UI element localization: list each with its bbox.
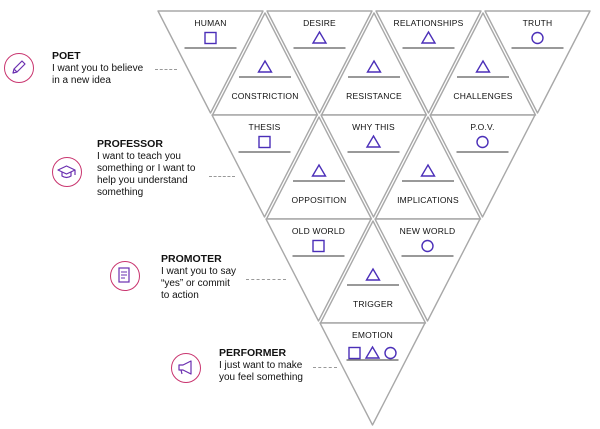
triangle-shape [266, 10, 373, 114]
circle-symbol-icon [384, 346, 397, 360]
circle-symbol-icon [476, 135, 489, 149]
persona-name: PERFORMER [219, 347, 287, 359]
triangle-shape [211, 114, 318, 218]
triangle-symbol-icon [365, 267, 381, 281]
persona-description-line: to action [161, 290, 199, 301]
persona-description-line: I want you to say [161, 266, 237, 277]
triangle-symbol-icon [366, 59, 382, 73]
persona-description-line: something or I want to [97, 163, 196, 174]
triangle-label: OLD WORLD [292, 226, 345, 236]
triangle-label: CHALLENGES [453, 91, 512, 101]
square-symbol-icon [204, 31, 217, 45]
persona-description-line: I want you to believe [52, 63, 144, 74]
square-symbol-icon [312, 239, 325, 253]
triangle-shape [375, 10, 482, 114]
persona-description-line: you feel something [219, 372, 303, 383]
triangle-label: THESIS [249, 122, 281, 132]
triangle-symbol-icon [311, 30, 328, 44]
triangle-shape [265, 218, 372, 322]
triangle-card: RELATIONSHIPS [375, 10, 482, 114]
connector-line [209, 176, 235, 177]
persona-description-line: I want to teach you [97, 151, 181, 162]
triangle-symbol-icon [365, 134, 382, 148]
triangle-symbol-icon [364, 345, 381, 359]
triangle-shape [320, 114, 427, 218]
megaphone-icon [171, 353, 201, 383]
triangle-label: NEW WORLD [400, 226, 456, 236]
triangle-label: HUMAN [194, 18, 226, 28]
triangle-shape [319, 322, 426, 426]
triangle-label: RESISTANCE [346, 91, 402, 101]
triangle-card: NEW WORLD [374, 218, 481, 322]
triangle-shape [484, 10, 591, 114]
square-symbol-icon [348, 346, 361, 360]
triangle-card: THESIS [211, 114, 318, 218]
persona-name: PROFESSOR [97, 138, 163, 150]
triangle-label: TRIGGER [353, 299, 393, 309]
persona-description-line: “yes” or commit [161, 278, 230, 289]
checklist-icon [110, 261, 140, 291]
triangle-card: OLD WORLD [265, 218, 372, 322]
triangle-symbol-icon [420, 163, 436, 177]
triangle-label: CONSTRICTION [231, 91, 298, 101]
triangle-label: EMOTION [352, 330, 393, 340]
persona-description-line: in a new idea [52, 75, 111, 86]
triangle-label: RELATIONSHIPS [394, 18, 464, 28]
triangle-card: WHY THIS [320, 114, 427, 218]
circle-symbol-icon [421, 239, 434, 253]
triangle-label: DESIRE [303, 18, 336, 28]
circle-symbol-icon [531, 31, 544, 45]
triangle-card: HUMAN [157, 10, 264, 114]
graduation-cap-icon [52, 157, 82, 187]
persona-description-line: something [97, 187, 144, 198]
triangle-symbol-icon [420, 30, 437, 44]
triangle-label: TRUTH [523, 18, 553, 28]
connector-line [155, 69, 177, 70]
pencil-icon [4, 53, 34, 83]
triangle-symbol-icon [311, 163, 327, 177]
connector-line [313, 367, 337, 368]
triangle-label: WHY THIS [352, 122, 395, 132]
triangle-shape [374, 218, 481, 322]
triangle-label: OPPOSITION [292, 195, 347, 205]
triangle-shape [157, 10, 264, 114]
persona-description-line: help you understand [97, 175, 188, 186]
persona-name: POET [52, 50, 81, 62]
persona-name: PROMOTER [161, 253, 222, 265]
connector-line [246, 279, 286, 280]
triangle-label: IMPLICATIONS [397, 195, 459, 205]
square-symbol-icon [258, 135, 271, 149]
triangle-label: P.O.V. [470, 122, 494, 132]
triangle-symbol-icon [257, 59, 273, 73]
triangle-card: EMOTION [319, 322, 426, 426]
triangle-shape [429, 114, 536, 218]
triangle-card: P.O.V. [429, 114, 536, 218]
triangle-symbol-icon [475, 59, 491, 73]
triangle-card: TRUTH [484, 10, 591, 114]
triangle-card: DESIRE [266, 10, 373, 114]
persona-description-line: I just want to make [219, 360, 303, 371]
